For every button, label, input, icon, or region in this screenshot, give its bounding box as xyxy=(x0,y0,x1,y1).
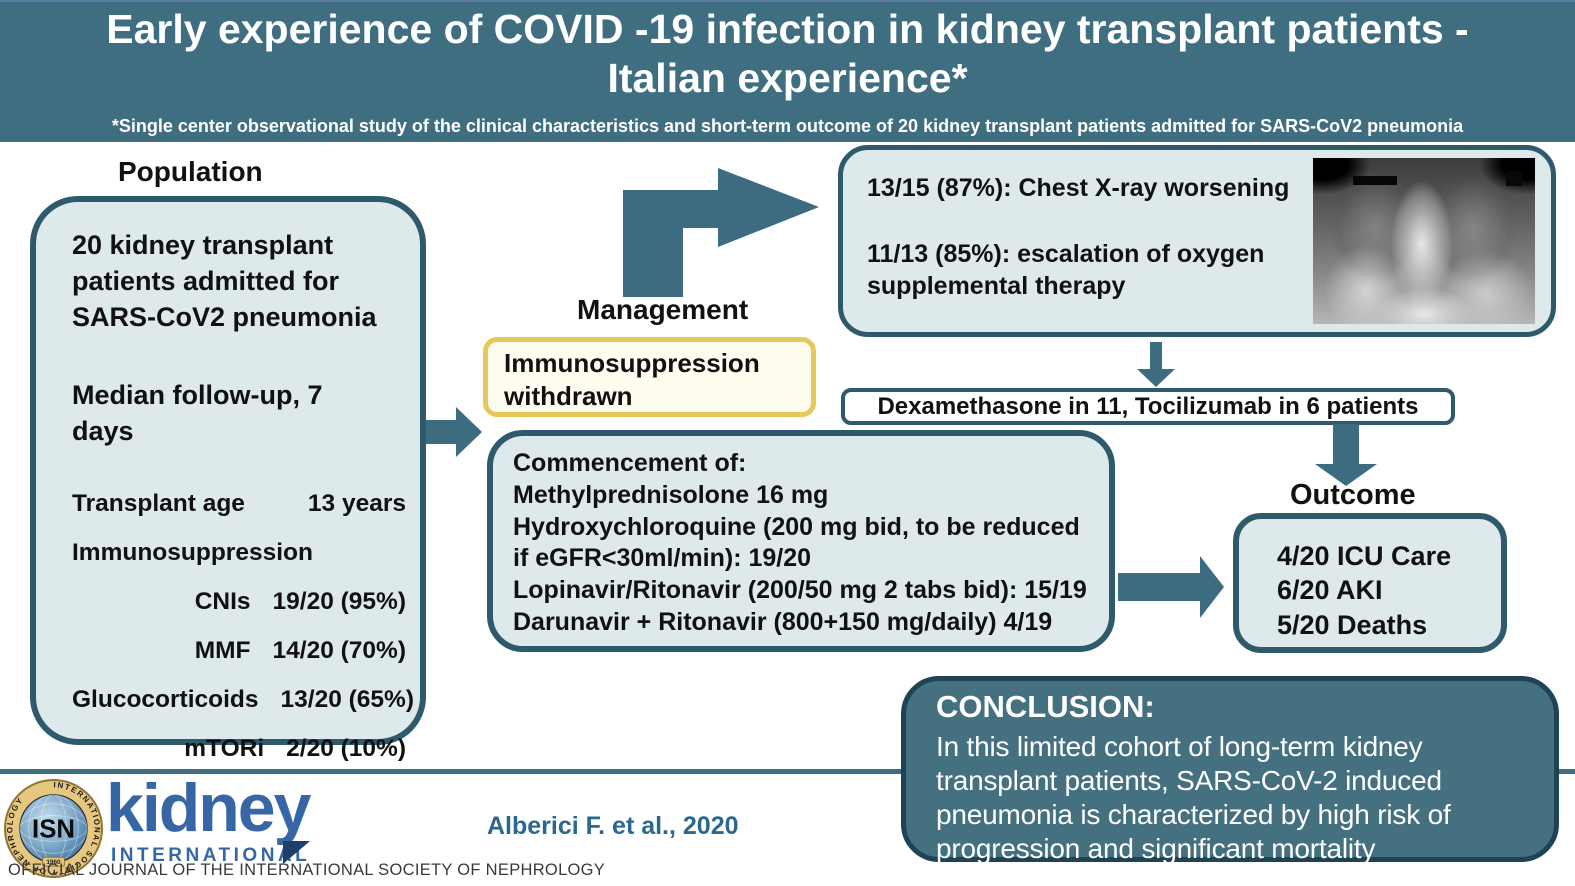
row-value: 2/20 (10%) xyxy=(286,734,406,762)
outcome-line: 5/20 Deaths xyxy=(1277,609,1428,640)
row-label: mTORi xyxy=(184,734,265,762)
isn-year-banner xyxy=(42,856,65,867)
isn-year: 1960 xyxy=(46,859,61,866)
population-box: 20 kidney transplant patients admitted f… xyxy=(30,196,426,762)
wordmark-wedge-icon xyxy=(283,841,310,864)
row-value: 14/20 (70%) xyxy=(272,636,406,664)
commencement-line: if eGFR<30ml/min): 19/20 xyxy=(513,544,812,573)
immunosuppression-withdrawn-text: Immunosuppression withdrawn xyxy=(504,348,760,411)
population-intro: 20 kidney transplant patients admitted f… xyxy=(72,230,377,332)
arrow-down-thin-icon xyxy=(1137,342,1175,387)
row-value: 19/20 (95%) xyxy=(272,587,406,615)
isn-logo: INTERNATIONAL SOCIETY OF NEPHROLOGY ISN … xyxy=(4,779,103,878)
journal-wordmark: kidney xyxy=(106,770,311,846)
population-table: Transplant age 13 years Immunosuppressio… xyxy=(72,490,414,763)
progression-box: 13/15 (87%): Chest X-ray worsening 11/13… xyxy=(838,145,1556,337)
citation: Alberici F. et al., 2020 xyxy=(487,812,739,840)
header-banner: Early experience of COVID -19 infection … xyxy=(0,0,1575,142)
conclusion-box: CONCLUSION: In this limited cohort of lo… xyxy=(901,676,1559,864)
immunosuppression-withdrawn-box: Immunosuppression withdrawn xyxy=(483,337,816,417)
page-title: Early experience of COVID -19 infection … xyxy=(106,6,1469,102)
row-label: Transplant age xyxy=(72,489,245,517)
table-row: Glucocorticoids 13/20 (65%) xyxy=(72,685,414,714)
conclusion-body: In this limited cohort of long-term kidn… xyxy=(936,731,1451,865)
chest-xray-image xyxy=(1313,158,1535,324)
journal-wordmark-sub: INTERNATIONAL xyxy=(111,845,311,866)
commencement-line: Methylprednisolone 16 mg xyxy=(513,480,829,509)
commencement-line: Hydroxychloroquine (200 mg bid, to be re… xyxy=(513,512,1080,541)
arrow-down-thick-icon xyxy=(1315,424,1377,486)
table-row: CNIs 19/20 (95%) xyxy=(72,588,406,616)
outcome-line: 4/20 ICU Care xyxy=(1277,541,1452,571)
arrow-right-small-icon xyxy=(426,407,482,457)
row-value: 13 years xyxy=(307,489,406,517)
conclusion-heading: CONCLUSION: xyxy=(936,689,1155,724)
table-row: Transplant age 13 years xyxy=(72,490,406,518)
row-value: 13/20 (65%) xyxy=(280,685,414,713)
commencement-line: Commencement of: xyxy=(513,449,747,477)
treatment-box: Dexamethasone in 11, Tocilizumab in 6 pa… xyxy=(841,388,1455,425)
population-heading: Population xyxy=(118,156,263,187)
isn-monogram: ISN xyxy=(32,815,75,843)
commencement-line: Darunavir + Ritonavir (800+150 mg/daily)… xyxy=(513,607,1053,636)
study-subtitle: *Single center observational study of th… xyxy=(111,116,1464,136)
table-row: mTORi 2/20 (10%) xyxy=(72,735,406,763)
population-followup: Median follow-up, 7 days xyxy=(72,379,323,446)
chest-xray-worsening-stat: 13/15 (87%): Chest X-ray worsening xyxy=(867,174,1290,202)
globe-lines xyxy=(19,794,88,863)
progression-text: 13/15 (87%): Chest X-ray worsening 11/13… xyxy=(867,172,1319,302)
arrow-elbow-up-right-icon xyxy=(623,168,819,297)
commencement-line: Lopinavir/Ritonavir (200/50 mg 2 tabs bi… xyxy=(513,576,1087,604)
table-row: MMF 14/20 (70%) xyxy=(72,637,406,665)
row-label: CNIs xyxy=(194,587,251,615)
oxygen-escalation-stat: 11/13 (85%): escalation of oxygen supple… xyxy=(867,240,1265,300)
outcome-box: 4/20 ICU Care 6/20 AKI 5/20 Deaths xyxy=(1233,513,1507,653)
footer-divider xyxy=(0,769,1575,774)
outcome-heading: Outcome xyxy=(1290,479,1416,511)
row-label: Immunosuppression xyxy=(72,538,313,566)
arrow-right-large-icon xyxy=(1118,556,1224,618)
management-heading: Management xyxy=(577,294,749,325)
journal-tagline: OFFICIAL JOURNAL OF THE INTERNATIONAL SO… xyxy=(8,861,606,879)
commencement-box: Commencement of: Methylprednisolone 16 m… xyxy=(487,430,1115,652)
row-label: MMF xyxy=(194,636,251,664)
table-row: Immunosuppression xyxy=(72,539,406,567)
outcome-line: 6/20 AKI xyxy=(1277,575,1383,606)
row-label: Glucocorticoids xyxy=(72,685,259,713)
treatment-text: Dexamethasone in 11, Tocilizumab in 6 pa… xyxy=(877,392,1419,420)
